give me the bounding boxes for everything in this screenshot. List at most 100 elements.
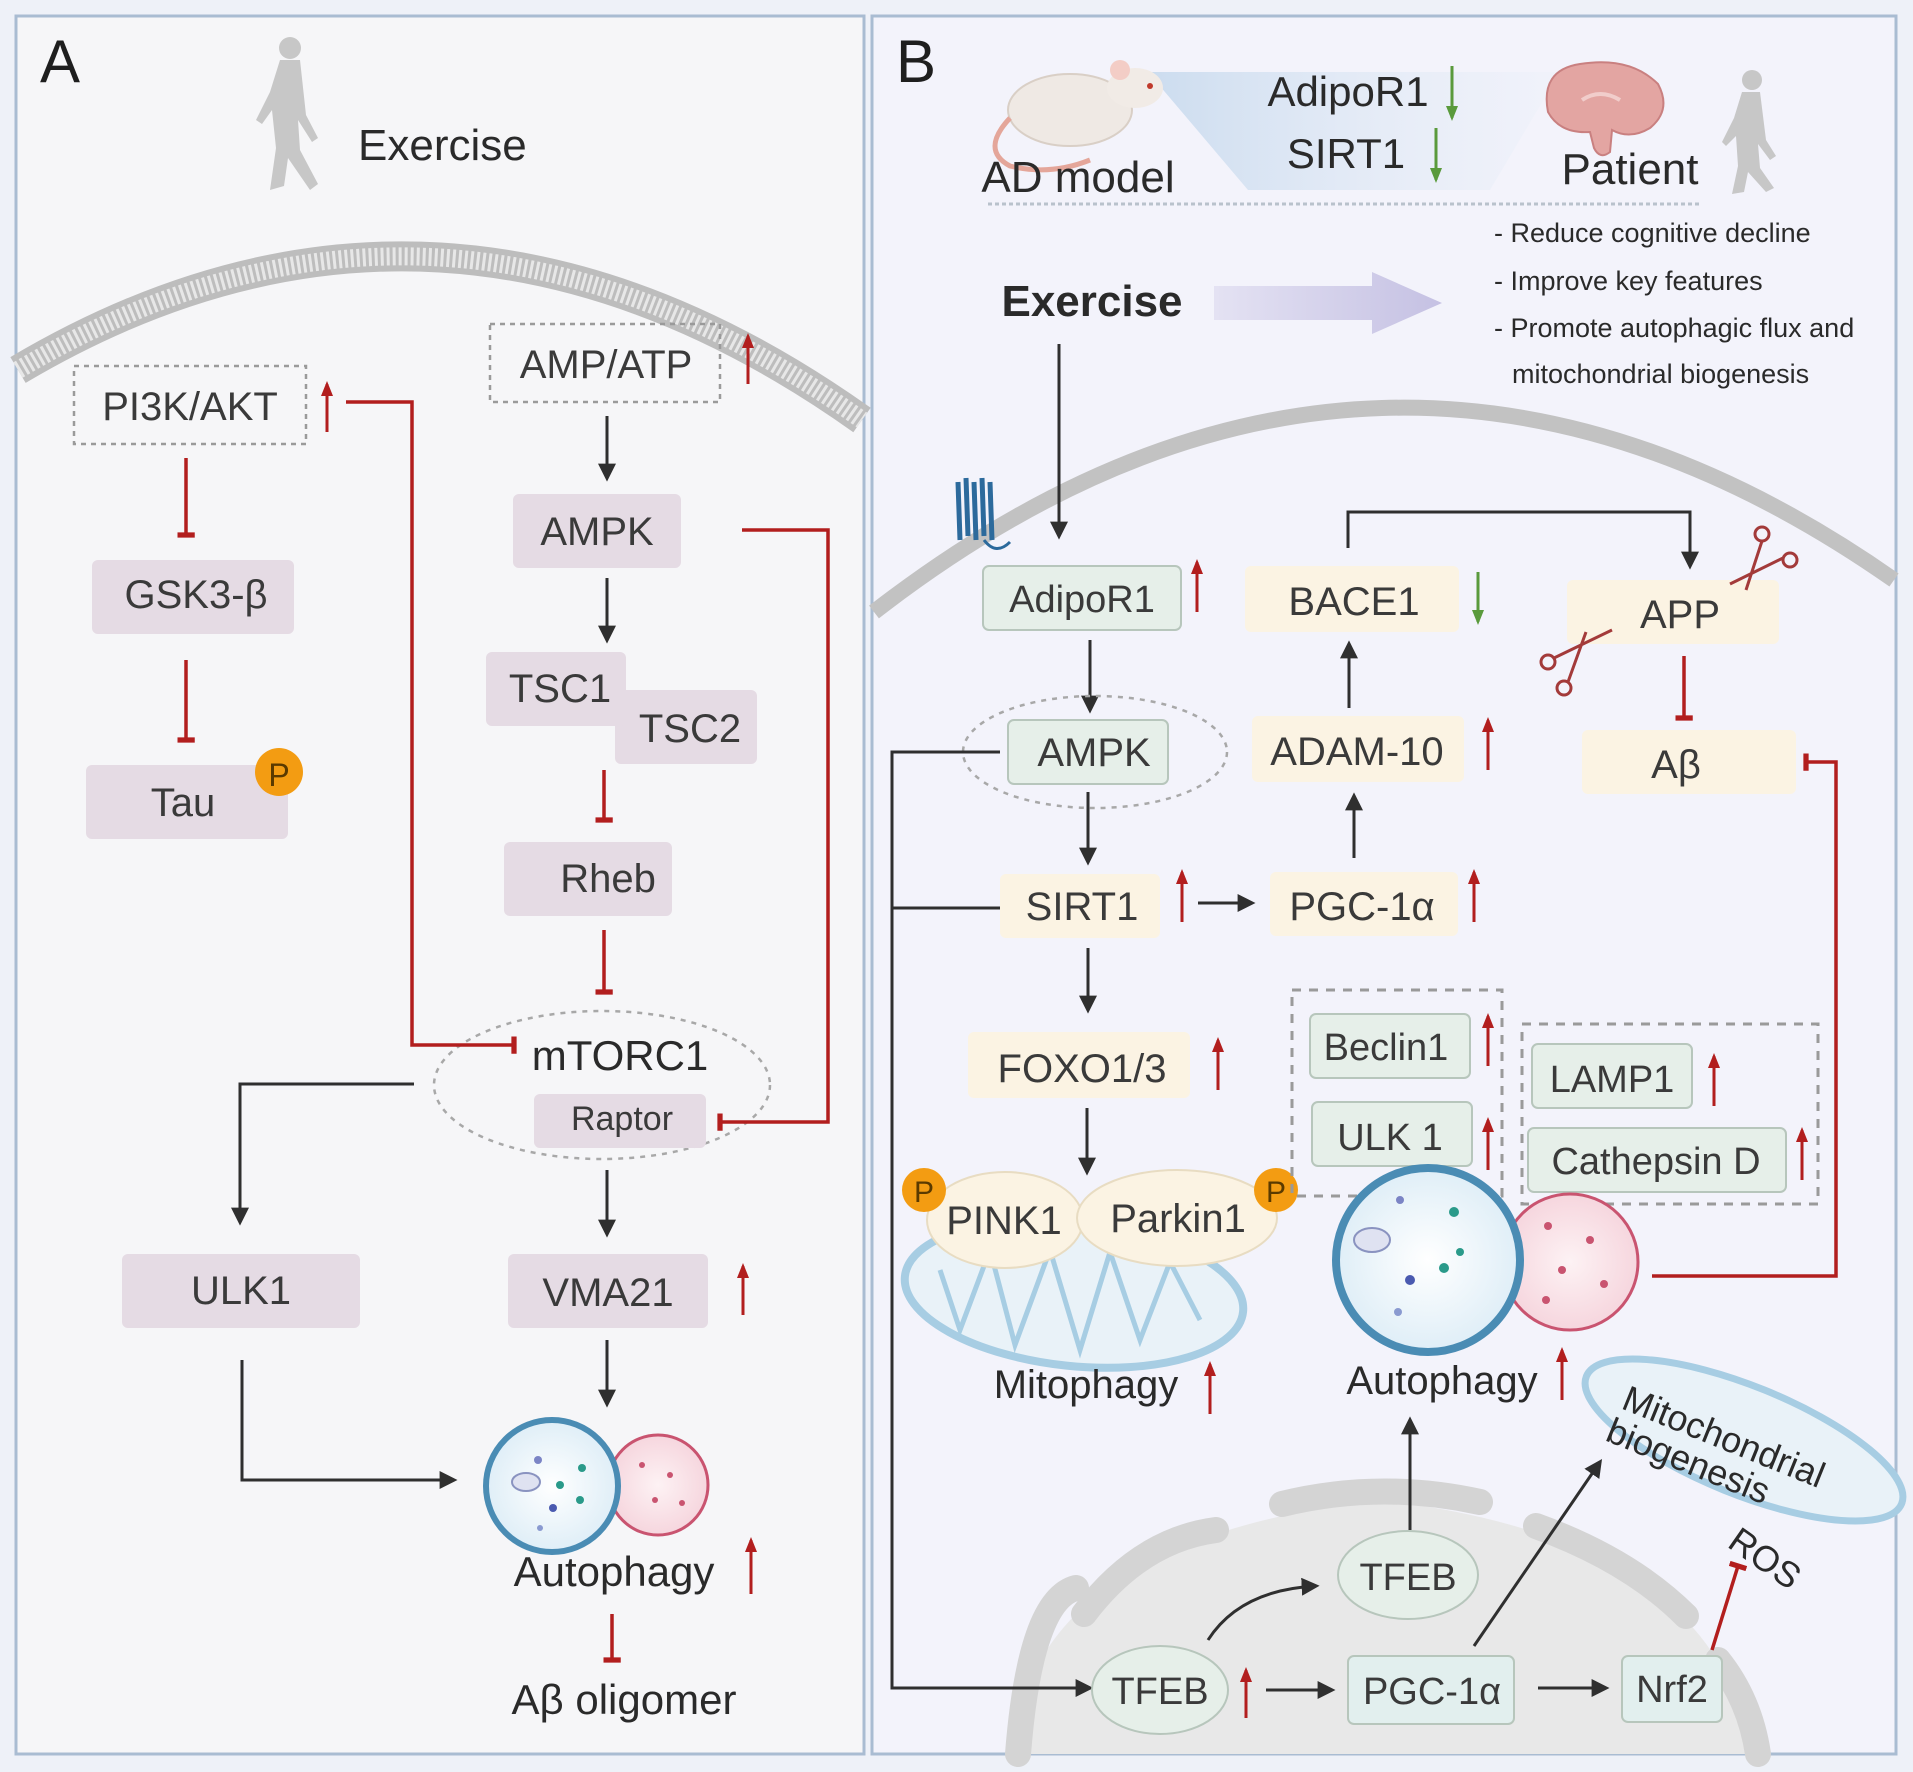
phospho-badge <box>1254 1168 1298 1212</box>
adipor1-box <box>982 565 1182 631</box>
pgc1a-biogenesis-arrow <box>1472 1459 1603 1647</box>
panel-a-label: A <box>40 28 80 95</box>
tfeb-nuclear-node <box>1091 1645 1229 1735</box>
autophagy-label-b: Autophagy <box>1346 1359 1537 1403</box>
pi3k-akt-label: PI3K/AKT <box>102 385 278 429</box>
phospho-badge-label: P <box>1266 1176 1286 1209</box>
walking-person-icon <box>256 37 318 190</box>
pgc1a-nuclear-label: PGC-1α <box>1363 1671 1501 1713</box>
nrf2-ros-inhibition-line <box>1710 1560 1748 1651</box>
outcome-item: - Reduce cognitive decline <box>1494 218 1811 248</box>
rheb-label: Rheb <box>560 857 656 901</box>
ampk-box-b <box>1007 719 1169 785</box>
cell-membrane <box>869 399 1899 619</box>
beclin1-label: Beclin1 <box>1324 1027 1449 1069</box>
pgc1a-nuclear-box <box>1347 1655 1515 1725</box>
outcome-item: mitochondrial biogenesis <box>1512 359 1809 389</box>
sirt1-box <box>1000 874 1160 938</box>
foxo-box <box>968 1032 1190 1098</box>
pgc1a-label: PGC-1α <box>1289 885 1434 929</box>
raptor-box <box>534 1094 706 1148</box>
ampk-box-a <box>513 494 681 568</box>
autophagy-initiation-group <box>1290 988 1504 1198</box>
pi3k-mtorc1-inhibition-line <box>346 400 517 1054</box>
tfeb-cytosolic-label: TFEB <box>1359 1557 1456 1599</box>
mtorc1-label: mTORC1 <box>532 1032 709 1079</box>
tau-label: Tau <box>151 781 216 825</box>
parkin1-node <box>1076 1169 1278 1267</box>
pgc1a-box <box>1270 872 1458 936</box>
panel-b-exercise-title: Exercise <box>1001 277 1182 326</box>
beclin1-box <box>1309 1013 1471 1079</box>
gsk3b-label: GSK3-β <box>124 573 267 617</box>
ampk-label-b: AMPK <box>1037 731 1151 775</box>
marker-sirt1: SIRT1 <box>1287 130 1405 177</box>
ampk-complex-outline <box>961 694 1229 810</box>
adam10-box <box>1252 716 1464 782</box>
patient-label: Patient <box>1562 145 1699 194</box>
ulk1-label-b: ULK 1 <box>1337 1117 1443 1159</box>
app-box <box>1567 580 1779 644</box>
rat-icon <box>992 60 1163 173</box>
panel-a-border <box>14 14 866 1756</box>
phospho-badge <box>255 748 303 796</box>
pink1-label: PINK1 <box>946 1199 1062 1243</box>
bace1-app-arrow <box>1346 510 1699 570</box>
lamp1-label: LAMP1 <box>1550 1059 1675 1101</box>
comparison-cone <box>1148 72 1560 190</box>
abeta-oligomer-label: Aβ oligomer <box>512 1676 737 1723</box>
phospho-badge-label: P <box>268 757 289 793</box>
marker-adipor1: AdipoR1 <box>1267 68 1428 115</box>
bace1-box <box>1245 566 1459 632</box>
autophagy-label-a: Autophagy <box>514 1548 715 1595</box>
cell-membrane <box>10 241 871 433</box>
amp-atp-label: AMP/ATP <box>520 343 693 387</box>
adam10-label: ADAM-10 <box>1270 730 1443 774</box>
amp-atp-box <box>488 322 722 404</box>
adipor1-label: AdipoR1 <box>1009 579 1155 621</box>
ampk-tfeb-arrow <box>890 750 1094 1697</box>
cathepsin-d-label: Cathepsin D <box>1551 1141 1760 1183</box>
outcome-arrow-icon <box>1214 272 1442 334</box>
lamp1-box <box>1531 1043 1693 1109</box>
brain-icon <box>1545 61 1665 157</box>
gsk3b-box <box>92 560 294 634</box>
sirt1-label: SIRT1 <box>1026 885 1139 929</box>
nrf2-box <box>1621 1655 1723 1723</box>
ulk1-autophagy-arrow <box>240 1360 458 1489</box>
mitochondrion-icon <box>1581 1355 1907 1525</box>
receptor-icon <box>955 477 1012 550</box>
ad-model-label: AD model <box>981 153 1174 202</box>
tsc1-label: TSC1 <box>509 667 611 711</box>
tfeb-translocation-arrow <box>1206 1577 1320 1641</box>
tsc1-box <box>486 652 626 726</box>
mtorc1-complex-outline <box>432 1009 772 1161</box>
tfeb-nuclear-label: TFEB <box>1111 1671 1208 1713</box>
abeta-box <box>1582 730 1796 794</box>
vma21-label: VMA21 <box>542 1271 673 1315</box>
scissors-icon <box>1539 628 1613 697</box>
ampk-label-a: AMPK <box>540 510 654 554</box>
scissors-icon <box>1729 525 1799 591</box>
autophagosome-icon <box>1332 1164 1640 1356</box>
bace1-label: BACE1 <box>1288 580 1419 624</box>
autophagosome-icon <box>483 1417 710 1555</box>
ulk1-box-b <box>1311 1101 1473 1167</box>
pi3k-akt-box <box>72 364 308 446</box>
parkin1-label: Parkin1 <box>1110 1197 1246 1241</box>
panel-b-label: B <box>896 28 936 95</box>
foxo-label: FOXO1/3 <box>998 1047 1167 1091</box>
outcome-item: - Promote autophagic flux and <box>1494 313 1854 343</box>
ampk-raptor-inhibition-line <box>717 528 830 1131</box>
tsc2-box <box>615 690 757 764</box>
app-label: APP <box>1640 593 1720 637</box>
mtorc1-ulk1-arrow <box>231 1082 414 1226</box>
vma21-box <box>508 1254 708 1328</box>
panel-a-exercise-title: Exercise <box>358 121 527 170</box>
cathepsin-d-box <box>1527 1127 1787 1193</box>
ulk1-box-a <box>122 1254 360 1328</box>
raptor-label: Raptor <box>571 1100 673 1138</box>
panel-a: A Exercise PI3K/AKT AMP/ATP AMPK GSK3-β <box>10 14 871 1756</box>
rheb-box <box>504 842 672 916</box>
